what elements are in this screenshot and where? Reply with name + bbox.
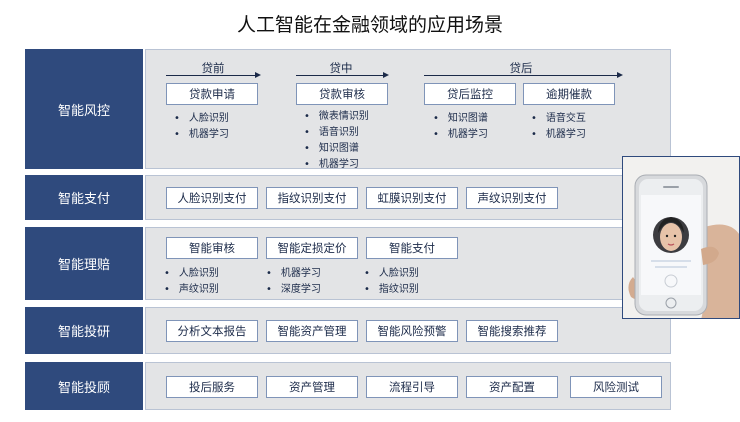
row-label-robo-advisor: 智能投顾 xyxy=(25,362,143,410)
phone-illustration xyxy=(623,157,739,318)
box-face-payment: 人脸识别支付 xyxy=(166,187,258,209)
box-text-report-analysis: 分析文本报告 xyxy=(166,320,258,342)
box-post-investment-service: 投后服务 xyxy=(166,376,258,398)
row-label-risk-control: 智能风控 xyxy=(25,49,143,169)
row-risk-control: 智能风控 贷前 贷中 贷后 贷款申请 贷款审核 贷后监控 逾期催款 人脸识别 机… xyxy=(25,49,671,170)
row-panel-payment: 人脸识别支付 指纹识别支付 虹膜识别支付 声纹识别支付 xyxy=(145,175,671,220)
box-risk-warning: 智能风险预警 xyxy=(366,320,458,342)
row-payment: 智能支付 人脸识别支付 指纹识别支付 虹膜识别支付 声纹识别支付 xyxy=(25,175,671,220)
box-voiceprint-payment: 声纹识别支付 xyxy=(466,187,558,209)
row-investment-research: 智能投研 分析文本报告 智能资产管理 智能风险预警 智能搜索推荐 xyxy=(25,307,671,354)
box-asset-allocation: 资产配置 xyxy=(466,376,558,398)
list-item: 机器学习 xyxy=(531,125,586,140)
row-label-claims: 智能理赔 xyxy=(25,227,143,300)
list-item: 指纹识别 xyxy=(364,280,419,295)
box-loan-review: 贷款审核 xyxy=(296,83,388,105)
box-asset-mgmt: 资产管理 xyxy=(266,376,358,398)
stage-post-loan-arrow xyxy=(424,72,623,78)
box-risk-test: 风险测试 xyxy=(570,376,662,398)
list-item: 人脸识别 xyxy=(364,264,419,279)
row-panel-investment-research: 分析文本报告 智能资产管理 智能风险预警 智能搜索推荐 xyxy=(145,307,671,354)
list-item: 人脸识别 xyxy=(164,264,219,279)
box-fingerprint-payment: 指纹识别支付 xyxy=(266,187,358,209)
box-iris-payment: 虹膜识别支付 xyxy=(366,187,458,209)
stage-pre-loan: 贷前 xyxy=(201,61,225,75)
stage-in-loan-arrow xyxy=(296,72,389,78)
box-smart-payout: 智能支付 xyxy=(366,237,458,259)
list-item: 知识图谱 xyxy=(433,109,488,124)
list-item: 人脸识别 xyxy=(174,109,229,124)
row-robo-advisor: 智能投顾 投后服务 资产管理 流程引导 资产配置 风险测试 xyxy=(25,362,671,410)
list-item: 机器学习 xyxy=(266,264,321,279)
stage-post-loan: 贷后 xyxy=(509,61,533,75)
box-damage-pricing: 智能定损定价 xyxy=(266,237,358,259)
row-claims: 智能理赔 智能审核 智能定损定价 智能支付 人脸识别 声纹识别 机器学习 深度学… xyxy=(25,227,671,300)
box-asset-management: 智能资产管理 xyxy=(266,320,358,342)
list-item: 深度学习 xyxy=(266,280,321,295)
list-item: 机器学习 xyxy=(304,155,359,170)
row-label-payment: 智能支付 xyxy=(25,175,143,220)
box-process-guide: 流程引导 xyxy=(366,376,458,398)
page-title: 人工智能在金融领域的应用场景 xyxy=(236,14,503,36)
list-item: 语音交互 xyxy=(531,109,586,124)
row-panel-robo-advisor: 投后服务 资产管理 流程引导 资产配置 风险测试 xyxy=(145,362,671,410)
box-loan-application: 贷款申请 xyxy=(166,83,258,105)
box-smart-audit: 智能审核 xyxy=(166,237,258,259)
row-panel-claims: 智能审核 智能定损定价 智能支付 人脸识别 声纹识别 机器学习 深度学习 人脸识… xyxy=(145,227,671,300)
list-item: 知识图谱 xyxy=(304,139,359,154)
box-post-loan-monitor: 贷后监控 xyxy=(424,83,516,105)
list-item: 语音识别 xyxy=(304,123,359,138)
list-item: 机器学习 xyxy=(174,125,229,140)
list-item: 机器学习 xyxy=(433,125,488,140)
box-search-recommend: 智能搜索推荐 xyxy=(466,320,558,342)
face-recognition-phone-photo xyxy=(622,156,740,319)
box-overdue-collection: 逾期催款 xyxy=(523,83,615,105)
row-panel-risk-control: 贷前 贷中 贷后 贷款申请 贷款审核 贷后监控 逾期催款 人脸识别 机器学习 微… xyxy=(145,49,671,170)
stage-pre-loan-arrow xyxy=(166,72,261,78)
row-label-investment-research: 智能投研 xyxy=(25,307,143,354)
stage-in-loan: 贷中 xyxy=(329,61,353,75)
list-item: 声纹识别 xyxy=(164,280,219,295)
list-item: 微表情识别 xyxy=(304,107,369,122)
